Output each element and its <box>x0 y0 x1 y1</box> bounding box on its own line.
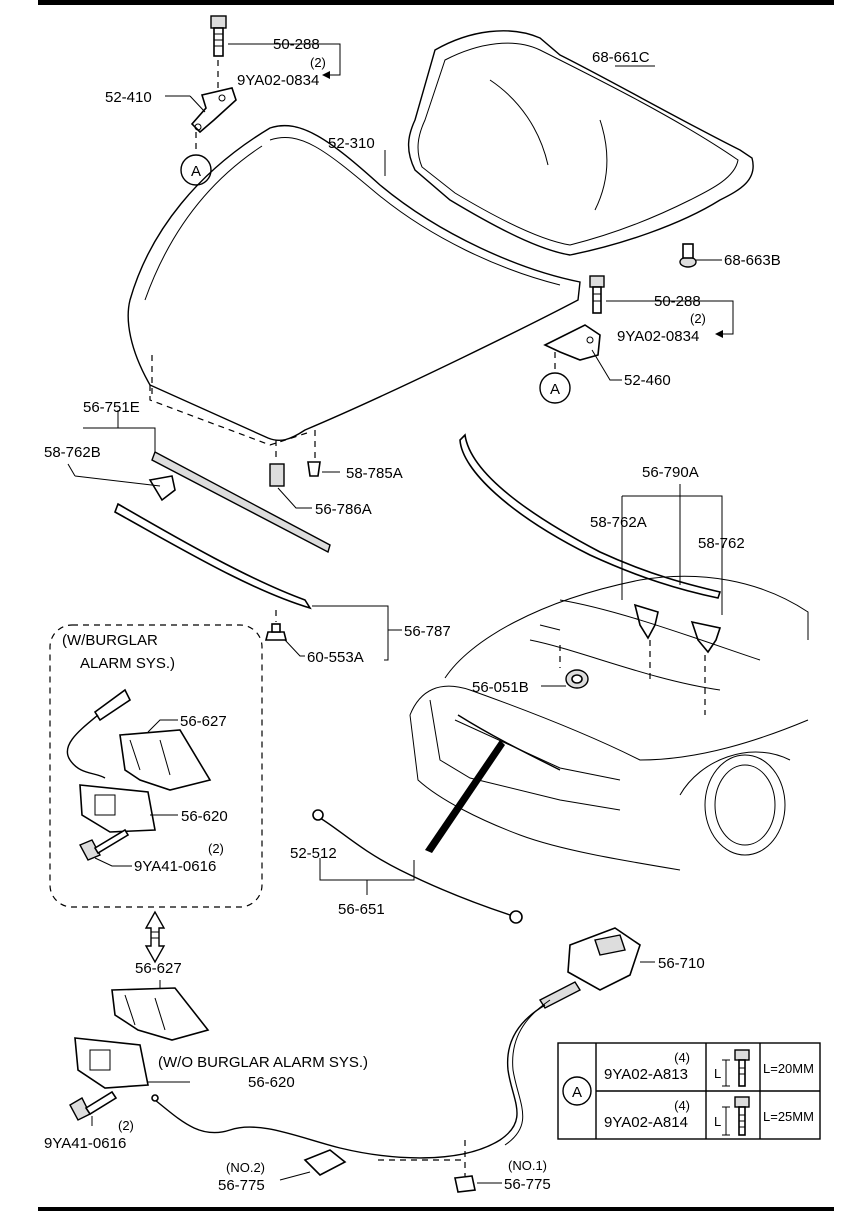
legend-marker-a <box>562 1076 592 1106</box>
seal-56-751e[interactable] <box>151 451 331 554</box>
release-lever-56-710[interactable] <box>539 927 641 1009</box>
callout-label: (2) <box>208 841 224 856</box>
bolt-9ya41-0616-alarm[interactable] <box>79 828 130 861</box>
ref-marker-a-left: A <box>180 154 212 186</box>
grommet-68-663b[interactable] <box>679 243 697 268</box>
callout-label: 56-651 <box>338 901 385 918</box>
callout-label: (2) <box>310 55 326 70</box>
bolt-50-288-right[interactable] <box>589 275 605 314</box>
bolt-icon <box>722 1049 750 1087</box>
clip-58-762[interactable] <box>690 620 722 654</box>
vehicle-front-body <box>409 575 809 871</box>
hood-52-310[interactable] <box>127 124 581 442</box>
insulator-68-661c[interactable] <box>407 30 754 256</box>
legend-part-number: 9YA02-A813 <box>604 1066 688 1083</box>
ref-marker-a-right: A <box>539 372 571 404</box>
clip-56-775-no1[interactable] <box>454 1175 476 1193</box>
clip-58-785a[interactable] <box>307 461 321 477</box>
callout-label: 68-663B <box>724 252 781 269</box>
bumper-56-051b[interactable] <box>565 669 589 689</box>
burglar-box-title-line2: ALARM SYS.) <box>80 655 175 672</box>
clip-56-786a[interactable] <box>269 463 285 487</box>
callout-label: 56-710 <box>658 955 705 972</box>
callout-label: (NO.2) <box>226 1160 265 1175</box>
legend-dim-letter: L <box>714 1114 721 1129</box>
callout-label: 58-762 <box>698 535 745 552</box>
legend-part-number: 9YA02-A814 <box>604 1114 688 1131</box>
bolt-50-288-left[interactable] <box>210 15 227 57</box>
callout-label: 56-627 <box>135 960 182 977</box>
callout-label: 56-775 <box>218 1177 265 1194</box>
alarm-switch-harness[interactable] <box>66 688 132 779</box>
clip-56-775-no2[interactable] <box>303 1149 347 1176</box>
hinge-52-460[interactable] <box>543 324 601 361</box>
callout-label: 68-661C <box>592 49 650 66</box>
callout-label: 9YA02-0834 <box>237 72 319 89</box>
callout-label: 9YA41-0616 <box>134 858 216 875</box>
fastener-legend-table: A (4) 9YA02-A813 L L=20MM (4) 9YA02-A814… <box>557 1042 821 1140</box>
svg-text:A: A <box>191 163 201 180</box>
callout-label: 56-786A <box>315 501 372 518</box>
legend-spec: L=25MM <box>763 1109 814 1124</box>
callout-label: (2) <box>690 311 706 326</box>
bracket-56-627[interactable] <box>111 987 210 1041</box>
interchange-arrow <box>144 910 166 964</box>
callout-label: 58-762A <box>590 514 647 531</box>
bracket-56-627-alarm[interactable] <box>119 729 212 791</box>
callout-label: 56-775 <box>504 1176 551 1193</box>
callout-label: 50-288 <box>273 36 320 53</box>
callout-label: 52-310 <box>328 135 375 152</box>
legend-qty: (4) <box>674 1050 690 1065</box>
callout-label: 56-751E <box>83 399 140 416</box>
callout-label: 56-790A <box>642 464 699 481</box>
callout-label: 56-620 <box>181 808 228 825</box>
burglar-box-title-line1: (W/BURGLAR <box>62 632 158 649</box>
callout-label: 9YA02-0834 <box>617 328 699 345</box>
hinge-52-410[interactable] <box>190 87 237 134</box>
callout-label: 56-051B <box>472 679 529 696</box>
callout-label: 50-288 <box>654 293 701 310</box>
top-rule <box>38 0 834 5</box>
callout-label: (2) <box>118 1118 134 1133</box>
legend-dim-letter: L <box>714 1066 721 1081</box>
callout-label: 58-785A <box>346 465 403 482</box>
sensor-cable-56-651[interactable] <box>312 809 523 924</box>
svg-text:A: A <box>572 1084 582 1101</box>
bolt-9ya41-0616[interactable] <box>69 1090 118 1121</box>
callout-label: 52-512 <box>290 845 337 862</box>
callout-label: 58-762B <box>44 444 101 461</box>
callout-label: 9YA41-0616 <box>44 1135 126 1152</box>
bottom-rule <box>38 1207 834 1211</box>
callout-label: 52-460 <box>624 372 671 389</box>
legend-qty: (4) <box>674 1098 690 1113</box>
latch-56-620-alarm[interactable] <box>79 784 156 833</box>
clip-60-553a[interactable] <box>264 623 288 641</box>
callout-label: 56-627 <box>180 713 227 730</box>
clip-58-762b[interactable] <box>148 475 176 502</box>
callout-label: 52-410 <box>105 89 152 106</box>
seal-56-787[interactable] <box>114 502 312 610</box>
callout-label: 56-787 <box>404 623 451 640</box>
latch-56-620[interactable] <box>74 1037 149 1089</box>
callout-label: (W/O BURGLAR ALARM SYS.) <box>158 1054 368 1071</box>
legend-spec: L=20MM <box>763 1061 814 1076</box>
release-cable[interactable] <box>151 999 551 1159</box>
burglar-alarm-box <box>49 624 263 908</box>
bolt-icon <box>722 1096 750 1136</box>
callout-label: 56-620 <box>248 1074 295 1091</box>
callout-labels: 50-288 (2) 9YA02-0834 52-410 68-661C 52-… <box>44 36 781 1194</box>
seal-56-790a[interactable] <box>459 433 722 599</box>
callout-label: 60-553A <box>307 649 364 666</box>
cable-route-56-651 <box>425 714 561 853</box>
callout-label: (NO.1) <box>508 1158 547 1173</box>
svg-text:A: A <box>550 381 560 398</box>
